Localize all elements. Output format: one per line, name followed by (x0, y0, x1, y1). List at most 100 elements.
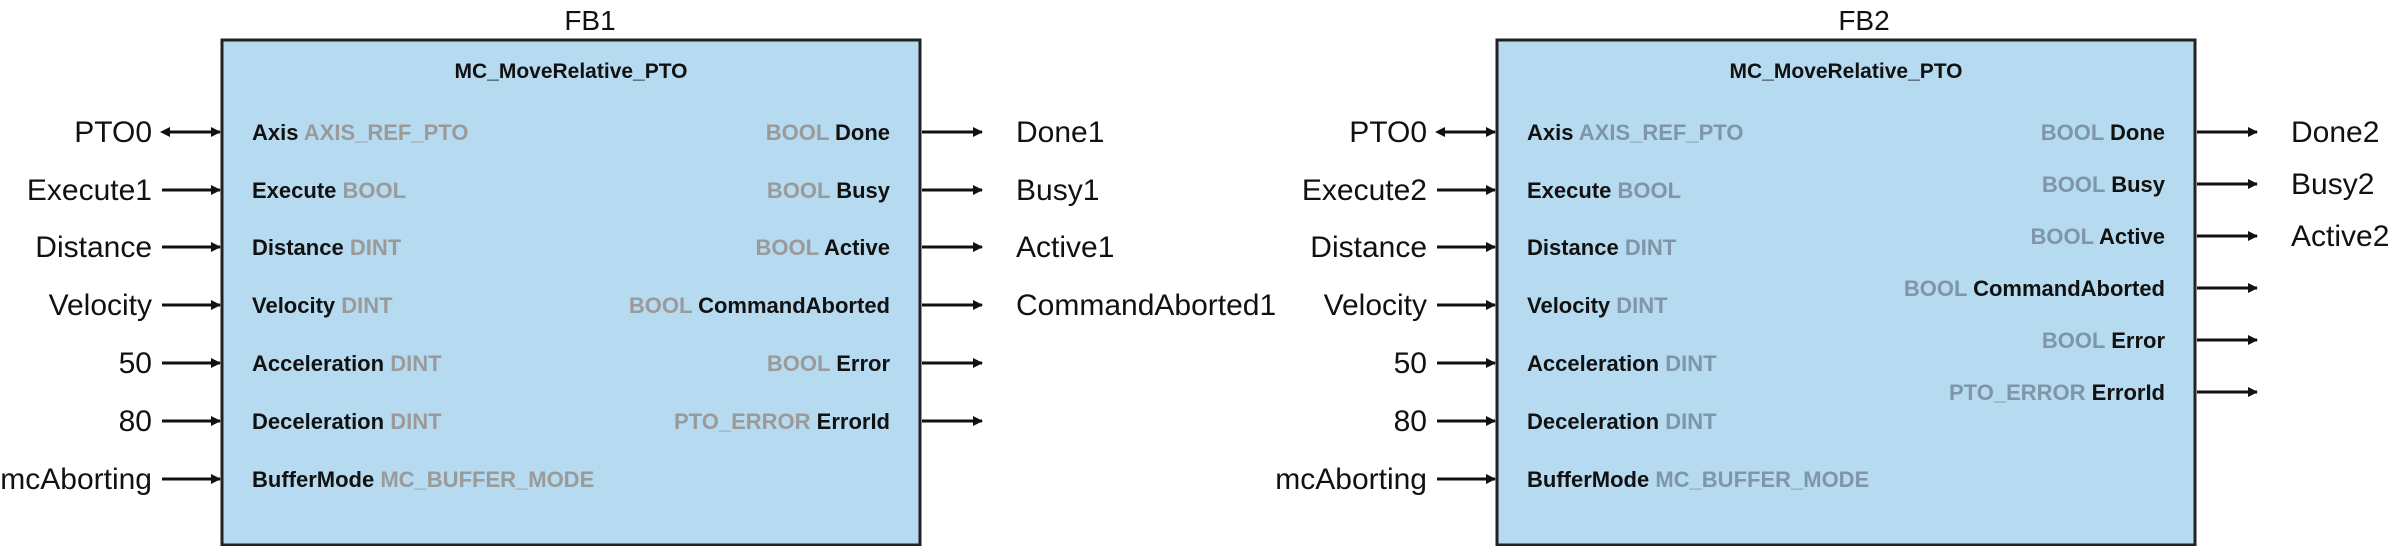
input-pin-name: Axis (1527, 120, 1573, 145)
output-pin-type: PTO_ERROR (674, 409, 811, 434)
output-pin-type: BOOL (2041, 120, 2104, 145)
output-pin-name: ErrorId (817, 409, 890, 434)
output-pin-type: BOOL (756, 235, 819, 260)
input-pin: Acceleration DINT (252, 351, 442, 376)
output-signal-label: Active1 (1016, 231, 1114, 264)
output-pin-name: Active (824, 235, 890, 260)
input-signal-label: Execute1 (27, 174, 152, 207)
input-pin: Axis AXIS_REF_PTO (252, 120, 468, 145)
input-pin-type: DINT (390, 409, 442, 434)
output-pin-name: Active (2099, 224, 2165, 249)
input-pin-type: DINT (1665, 351, 1717, 376)
input-pin: Execute BOOL (252, 178, 406, 203)
input-pin-type: BOOL (343, 178, 407, 203)
input-pin-name: Acceleration (1527, 351, 1659, 376)
output-pin-type: BOOL (767, 178, 830, 203)
input-pin: Velocity DINT (1527, 293, 1668, 318)
output-pin-type: BOOL (2042, 172, 2105, 197)
input-pin: BufferMode MC_BUFFER_MODE (1527, 467, 1869, 492)
output-pin: BOOL Done (2041, 120, 2165, 145)
input-pin: Velocity DINT (252, 293, 393, 318)
input-signal-label: Execute2 (1302, 174, 1427, 207)
output-pin: BOOL CommandAborted (629, 293, 890, 318)
input-pin: Distance DINT (1527, 235, 1677, 260)
output-pin: BOOL Busy (767, 178, 891, 203)
input-pin: Axis AXIS_REF_PTO (1527, 120, 1743, 145)
block-instance-name: FB2 (1838, 5, 1889, 36)
output-pin-type: BOOL (629, 293, 692, 318)
output-pin-name: CommandAborted (698, 293, 890, 318)
output-pin-name: Error (2111, 328, 2165, 353)
block-function-name: MC_MoveRelative_PTO (454, 60, 687, 83)
input-pin-name: Velocity (252, 293, 336, 318)
output-signal-label: Done1 (1016, 116, 1104, 149)
input-pin-type: DINT (341, 293, 393, 318)
output-pin-name: Error (836, 351, 890, 376)
input-pin: Execute BOOL (1527, 178, 1681, 203)
output-pin: PTO_ERROR ErrorId (674, 409, 890, 434)
input-signal-label: 50 (1394, 347, 1427, 380)
output-pin: BOOL Active (2031, 224, 2166, 249)
output-signal-label: CommandAborted1 (1016, 289, 1276, 322)
input-pin-type: MC_BUFFER_MODE (380, 467, 594, 492)
input-pin: Deceleration DINT (252, 409, 442, 434)
input-pin-name: Execute (1527, 178, 1611, 203)
output-signal-label: Busy2 (2291, 168, 2374, 201)
input-pin: BufferMode MC_BUFFER_MODE (252, 467, 594, 492)
input-pin-type: MC_BUFFER_MODE (1655, 467, 1869, 492)
input-pin-type: BOOL (1618, 178, 1682, 203)
output-pin: BOOL Error (2042, 328, 2166, 353)
input-pin-type: DINT (350, 235, 402, 260)
input-pin: Acceleration DINT (1527, 351, 1717, 376)
block-body (220, 38, 922, 546)
output-pin-name: ErrorId (2092, 380, 2165, 405)
input-pin-type: DINT (390, 351, 442, 376)
output-pin: BOOL Error (767, 351, 891, 376)
input-pin-type: AXIS_REF_PTO (1579, 120, 1744, 145)
arrowhead-left (1435, 127, 1445, 137)
input-pin-type: DINT (1665, 409, 1717, 434)
input-pin-name: Velocity (1527, 293, 1611, 318)
input-pin-name: Distance (1527, 235, 1619, 260)
output-pin-type: BOOL (2031, 224, 2094, 249)
output-pin: BOOL Active (756, 235, 891, 260)
input-pin-name: BufferMode (252, 467, 374, 492)
output-pin: PTO_ERROR ErrorId (1949, 380, 2165, 405)
input-pin-name: Execute (252, 178, 336, 203)
block-function-name: MC_MoveRelative_PTO (1729, 60, 1962, 83)
output-pin-name: Done (2110, 120, 2165, 145)
input-pin-type: AXIS_REF_PTO (304, 120, 469, 145)
arrowhead-left (160, 127, 170, 137)
input-pin-name: Acceleration (252, 351, 384, 376)
output-pin-type: BOOL (1904, 276, 1967, 301)
output-pin-name: Busy (2111, 172, 2166, 197)
block-body (1495, 38, 2197, 546)
output-signal-label: Done2 (2291, 116, 2379, 149)
input-pin-name: Deceleration (1527, 409, 1659, 434)
input-pin: Deceleration DINT (1527, 409, 1717, 434)
output-pin-name: Busy (836, 178, 891, 203)
output-pin-type: BOOL (766, 120, 829, 145)
input-signal-label: 80 (1394, 405, 1427, 438)
output-pin-type: PTO_ERROR (1949, 380, 2086, 405)
output-pin-type: BOOL (2042, 328, 2105, 353)
input-signal-label: PTO0 (1349, 116, 1427, 149)
input-pin-name: Axis (252, 120, 298, 145)
input-signal-label: Distance (1310, 231, 1427, 264)
output-pin: BOOL Done (766, 120, 890, 145)
output-pin: BOOL CommandAborted (1904, 276, 2165, 301)
output-pin: BOOL Busy (2042, 172, 2166, 197)
input-pin-name: Distance (252, 235, 344, 260)
output-signal-label: Active2 (2291, 220, 2388, 253)
input-signal-label: PTO0 (74, 116, 152, 149)
input-signal-label: Velocity (49, 289, 152, 322)
output-pin-name: CommandAborted (1973, 276, 2165, 301)
input-signal-label: Velocity (1324, 289, 1427, 322)
input-signal-label: mcAborting (0, 463, 152, 496)
input-pin-type: DINT (1625, 235, 1677, 260)
output-pin-type: BOOL (767, 351, 830, 376)
input-pin-name: BufferMode (1527, 467, 1649, 492)
